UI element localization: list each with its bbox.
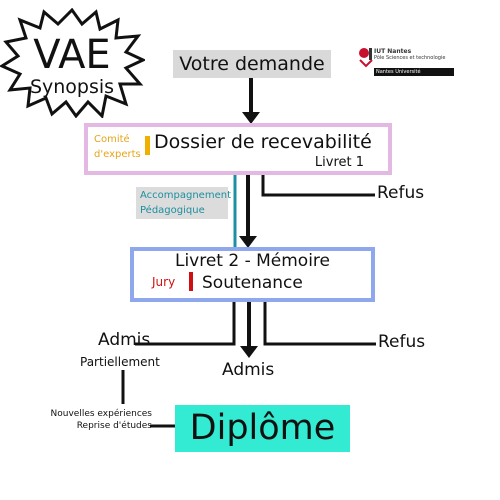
livret-1-label: Livret 1 bbox=[314, 155, 364, 170]
badge-title: VAE bbox=[33, 32, 110, 78]
logo-line-1: IUT Nantes bbox=[374, 48, 412, 55]
accompaniment-label: Accompagnement Pédagogique bbox=[136, 187, 231, 219]
committee-bar bbox=[145, 136, 150, 155]
vae-badge: VAE Synopsis bbox=[0, 8, 145, 118]
admis-outcome: Admis bbox=[222, 360, 275, 380]
line-admis-partiel bbox=[135, 298, 236, 346]
refus-outcome-2: Refus bbox=[378, 332, 426, 352]
request-step: Votre demande bbox=[173, 50, 331, 78]
badge-subtitle: Synopsis bbox=[30, 76, 114, 98]
logo-mark-icon bbox=[359, 48, 373, 68]
jury-label: Jury bbox=[152, 275, 176, 289]
line-refus-2 bbox=[263, 298, 376, 346]
logo-line-2: Pôle Sciences et technologie bbox=[374, 55, 446, 61]
admis-partiel-outcome: Admis bbox=[98, 330, 151, 350]
line-refus-1 bbox=[261, 171, 375, 197]
new-experience-note: Nouvelles expériences Reprise d'études bbox=[50, 409, 152, 431]
dossier-title: Dossier de recevabilité bbox=[154, 131, 372, 153]
refus-outcome-1: Refus bbox=[377, 183, 425, 203]
jury-bar bbox=[189, 272, 193, 291]
logo-band: Nantes Université bbox=[374, 68, 454, 76]
starburst-shape bbox=[0, 8, 145, 118]
dossier-recevabilite-box: Comité d'experts Dossier de recevabilité… bbox=[84, 123, 392, 175]
diploma-box: Diplôme bbox=[175, 405, 350, 452]
livret-2-title: Livret 2 - Mémoire bbox=[174, 251, 331, 271]
committee-label: Comité d'experts bbox=[94, 134, 141, 160]
partiel-note: Partiellement bbox=[80, 355, 160, 369]
soutenance-label: Soutenance bbox=[202, 273, 303, 293]
livret-2-box: Livret 2 - Mémoire Jury Soutenance bbox=[130, 247, 375, 302]
university-logo: IUT Nantes Pôle Sciences et technologie … bbox=[358, 44, 468, 78]
